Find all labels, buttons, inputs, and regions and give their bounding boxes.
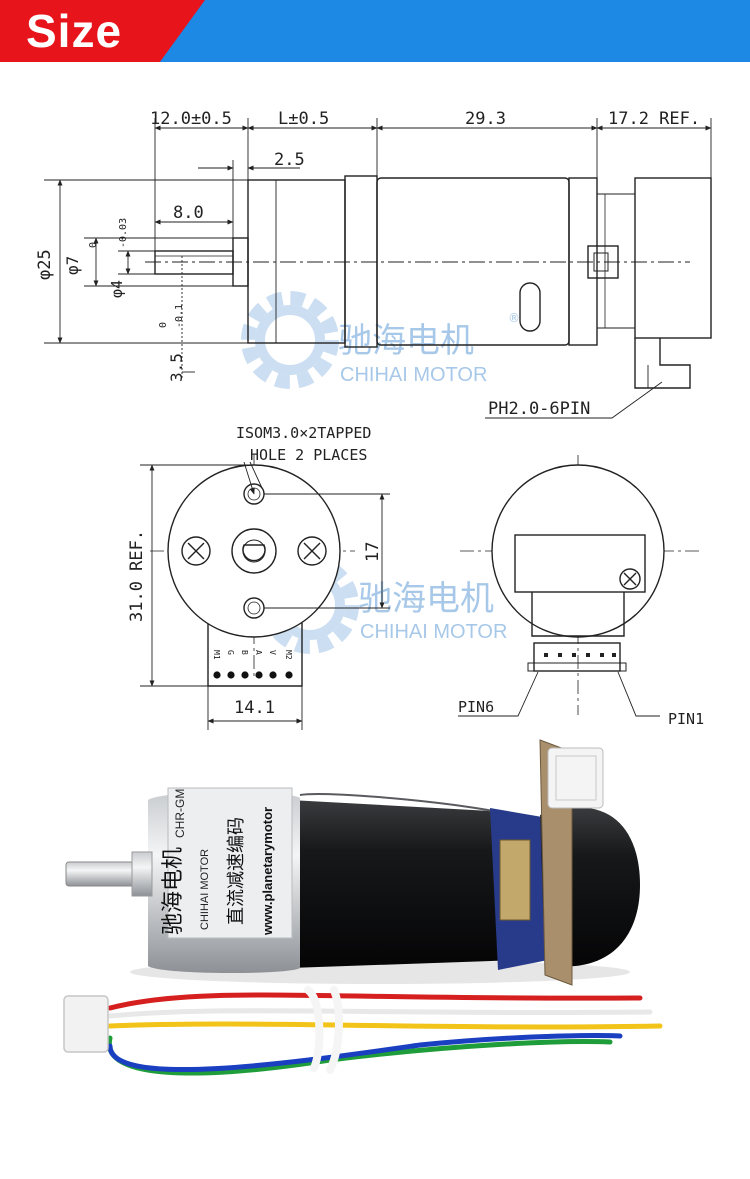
dia-boss: φ7 [63,256,82,275]
pin1-label: PIN1 [668,710,704,728]
pin-label-v: V [268,650,277,655]
dia-shaft: φ4 [108,280,126,298]
watermark-cn: 驰海电机 [338,321,474,361]
rear-pcb-tab [531,592,625,637]
front-pin-dots [213,671,293,679]
rear-encoder-pcb [514,534,646,593]
side-encoder-housing [634,177,712,339]
side-shaft [154,250,234,275]
front-boss [231,528,277,574]
pin6-label: PIN6 [458,698,494,716]
watermark-top: 驰海电机 CHIHAI MOTOR ® [241,291,520,389]
hole-note-line1: ISOM3.0×2TAPPED [236,424,371,442]
hole-note-line2: HOLE 2 PLACES [250,446,367,464]
dim-shaft-length: 8.0 [173,203,204,223]
front-view-labels: ISOM3.0×2TAPPED HOLE 2 PLACES 31.0 REF. … [127,424,383,718]
side-encoder-gap [596,193,636,329]
watermark-en: CHIHAI MOTOR [360,621,507,643]
dim-encoder: 17.2 REF. [608,109,700,129]
dim-pcb-width: 14.1 [234,698,275,718]
product-shaft [65,861,137,887]
front-body-outline [167,464,341,638]
product-label-sub-cn: 直流减速编码 [226,817,247,925]
side-view-drawing [145,175,712,389]
rear-screw-icon [619,568,641,590]
dim-front: 12.0±0.5 [150,109,232,129]
dim-gearbox: L±0.5 [278,109,329,129]
side-endcap [568,177,598,346]
side-header [634,338,691,389]
product-boss [131,851,153,897]
product-label-en: CHIHAI MOTOR [199,849,211,930]
product-wire-harness [63,986,663,1076]
front-screw-right-icon [297,536,327,566]
side-view-dimensions [44,118,712,419]
watermark-cn: 驰海电机 [358,579,494,619]
page-title: Size [26,5,123,57]
product-wire-connector [63,995,109,1053]
side-motor-slot [519,282,541,332]
pin-label-a: A [254,650,263,655]
dim-hole-spacing: 17 [363,542,383,562]
product-label-cn: 驰海电机 [161,847,186,935]
product-photo: 驰海电机 CHIHAI MOTOR CHR-GM 直流减速编码 www.plan… [65,739,640,986]
connector-label: PH2.0-6PIN [488,399,590,419]
rear-body-outline [491,464,665,638]
product-motor-can [290,800,520,968]
front-screw-left-icon [181,536,211,566]
tol-shaft-top: 0 [158,322,169,328]
tol-shaft-bottom: -0.1 [174,304,185,328]
tol-boss-bottom: -0.03 [118,218,129,248]
product-pcb-connector [547,747,604,809]
wire-red [107,992,643,1011]
rear-view-drawing [460,455,700,715]
gear-logo-icon [241,291,339,389]
dia-body: φ25 [35,249,55,280]
watermark-en: CHIHAI MOTOR [340,364,487,386]
dim-flat: 3.5 [167,353,186,382]
side-view-labels: 12.0±0.5 L±0.5 29.3 17.2 REF. 2.5 8.0 φ2… [35,109,700,419]
wire-blue [107,1033,623,1072]
pin-label-m2: M2 [284,650,293,660]
tol-boss-top: 0 [88,242,99,248]
pin-label-b: B [240,650,249,655]
front-pcb-tab [207,620,303,687]
wire-white [107,1008,653,1019]
product-label-model: CHR-GM [173,789,187,838]
dim-height: 31.0 REF. [127,530,147,622]
side-connector [587,245,619,279]
front-view-dimensions [140,461,390,730]
dim-motor: 29.3 [465,109,506,129]
product-label-url: www.planetarymotor [260,807,275,936]
pin-label-g: G [226,650,235,655]
rear-view-dimensions [458,671,660,717]
pin-label-m1: M1 [212,650,221,660]
dim-boss: 2.5 [274,150,305,170]
wire-yellow [107,1021,663,1030]
product-label [167,787,293,939]
watermark-reg: ® [508,311,520,325]
